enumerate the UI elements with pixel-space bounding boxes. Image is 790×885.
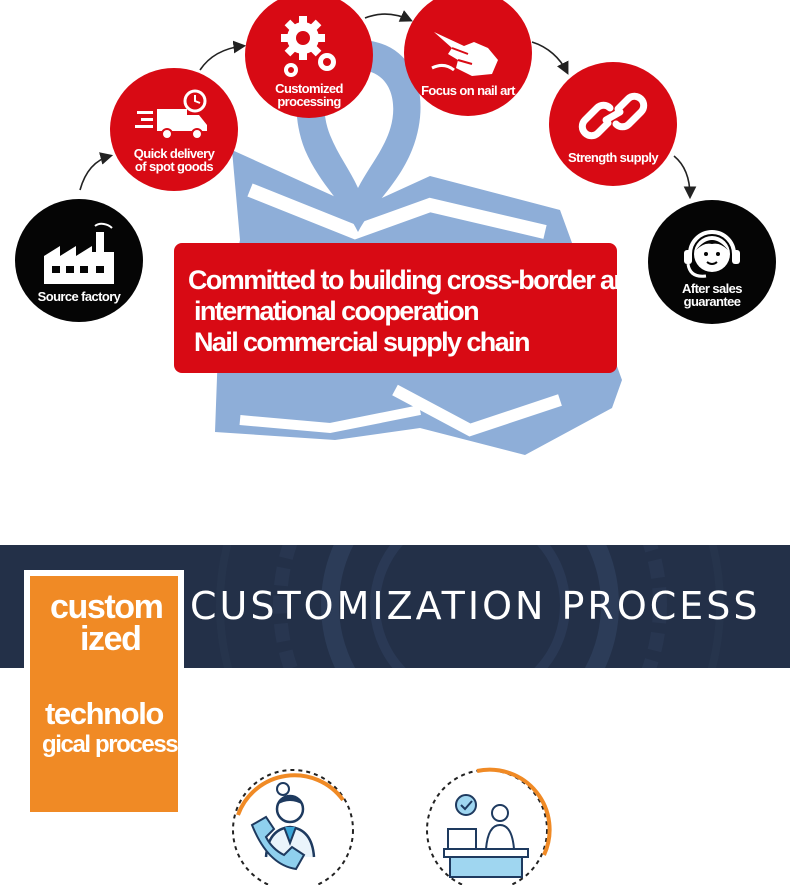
step-label: Customized processing xyxy=(275,81,343,109)
decorative-rings xyxy=(216,545,724,668)
hand-icon xyxy=(431,31,498,76)
step-source-factory: Source factory xyxy=(15,199,143,322)
office-desk-icon xyxy=(426,767,552,885)
step-label: Focus on nail art xyxy=(421,82,515,98)
tag-line-2: ized xyxy=(80,620,142,658)
banner-line-1: Committed to building cross-border and xyxy=(188,265,645,295)
tag-line-3: technolo xyxy=(45,696,164,731)
customized-tag: custom ized technolo gical process xyxy=(24,570,184,818)
step-label: Source factory xyxy=(37,289,121,304)
process-title: CUSTOMIZATION PROCESS xyxy=(190,584,761,628)
tag-line-1: custom xyxy=(50,588,164,626)
step-focus-nail-art: Focus on nail art xyxy=(404,0,532,116)
tag-line-4: gical process xyxy=(42,731,179,758)
step-label: Quick delivery of spot goods xyxy=(133,145,215,174)
step-after-sales: After sales guarantee xyxy=(648,200,776,324)
banner-line-2: international cooperation xyxy=(194,296,480,326)
supply-chain-banner: Committed to building cross-border and i… xyxy=(174,243,645,373)
step-quick-delivery: Quick delivery of spot goods xyxy=(110,68,238,191)
headset-agent-icon xyxy=(684,230,740,278)
phone-consult-icon xyxy=(232,769,354,885)
step-strength-supply: Strength supply xyxy=(549,62,677,186)
factory-icon xyxy=(44,222,114,284)
gears-icon xyxy=(281,16,336,77)
step-label: After sales guarantee xyxy=(682,281,742,309)
step-label: Strength supply xyxy=(568,149,659,165)
chain-link-icon xyxy=(578,92,648,139)
delivery-truck-icon xyxy=(135,89,207,140)
step-customized-processing: Customized processing xyxy=(245,0,373,118)
banner-line-3: Nail commercial supply chain xyxy=(194,327,530,357)
